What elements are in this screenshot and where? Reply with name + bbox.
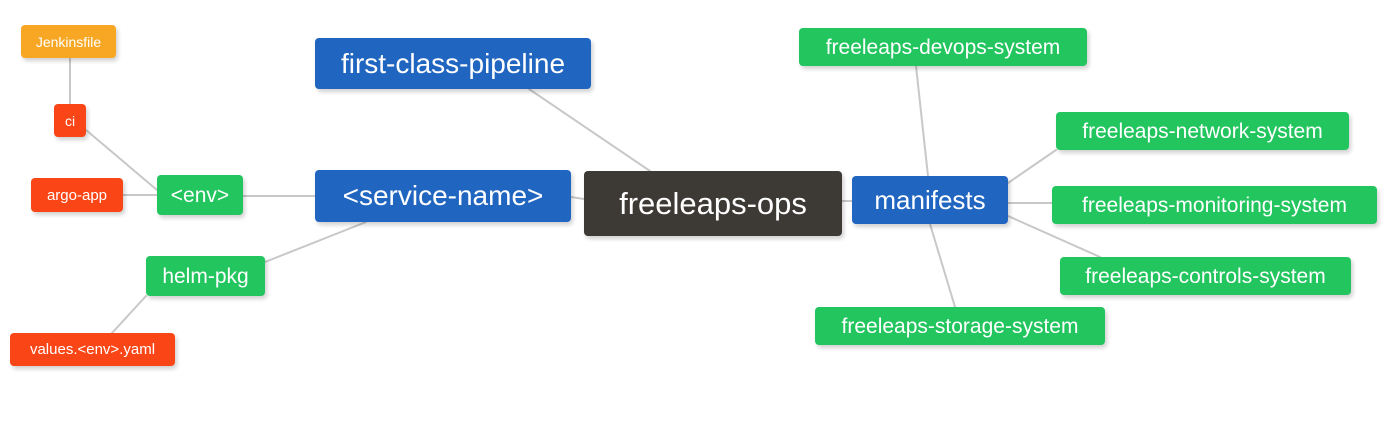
- node-label-freeleaps-storage-system: freeleaps-storage-system: [841, 314, 1079, 338]
- node-label-manifests: manifests: [874, 185, 986, 215]
- node-label-freeleaps-devops-system: freeleaps-devops-system: [825, 35, 1061, 59]
- node-label-service-name: <service-name>: [342, 180, 544, 211]
- edge-firstclass-freeleapsops: [528, 88, 651, 172]
- node-first-class-pipeline[interactable]: first-class-pipeline: [315, 38, 591, 89]
- edge-servicename-freeleapsops: [570, 196, 585, 200]
- node-label-freeleaps-network-system: freeleaps-network-system: [1082, 119, 1323, 143]
- node-freeleaps-ops[interactable]: freeleaps-ops: [584, 171, 842, 236]
- node-label-env: <env>: [170, 183, 230, 207]
- edge-manifests-storage: [929, 223, 956, 308]
- node-service-name[interactable]: <service-name>: [315, 170, 571, 222]
- node-label-argo-app: argo-app: [46, 186, 108, 204]
- node-freeleaps-monitoring-system[interactable]: freeleaps-monitoring-system: [1052, 186, 1377, 224]
- node-label-jenkinsfile: Jenkinsfile: [35, 33, 102, 50]
- node-freeleaps-devops-system[interactable]: freeleaps-devops-system: [799, 28, 1087, 66]
- edge-valuesyaml-helmpkg: [111, 295, 147, 334]
- node-label-ci: ci: [64, 112, 76, 129]
- node-freeleaps-storage-system[interactable]: freeleaps-storage-system: [815, 307, 1105, 345]
- node-label-freeleaps-controls-system: freeleaps-controls-system: [1085, 264, 1326, 288]
- node-manifests[interactable]: manifests: [852, 176, 1008, 224]
- node-label-first-class-pipeline: first-class-pipeline: [340, 47, 566, 79]
- node-label-freeleaps-monitoring-system: freeleaps-monitoring-system: [1082, 193, 1347, 217]
- edge-manifests-network: [1007, 149, 1057, 184]
- node-label-values-env-yaml: values.<env>.yaml: [29, 341, 156, 358]
- edge-manifests-devops: [915, 65, 929, 177]
- node-env[interactable]: <env>: [157, 175, 243, 215]
- node-freeleaps-controls-system[interactable]: freeleaps-controls-system: [1060, 257, 1351, 295]
- node-values-env-yaml[interactable]: values.<env>.yaml: [10, 333, 175, 366]
- edge-helmpkg-servicename: [264, 221, 367, 263]
- node-label-helm-pkg: helm-pkg: [162, 264, 249, 288]
- edge-ci-env: [85, 129, 158, 191]
- edge-manifests-controls: [1007, 215, 1101, 258]
- node-jenkinsfile[interactable]: Jenkinsfile: [21, 25, 116, 58]
- node-label-freeleaps-ops: freeleaps-ops: [619, 186, 807, 221]
- node-argo-app[interactable]: argo-app: [31, 178, 123, 212]
- node-helm-pkg[interactable]: helm-pkg: [146, 256, 265, 296]
- node-freeleaps-network-system[interactable]: freeleaps-network-system: [1056, 112, 1349, 150]
- node-ci[interactable]: ci: [54, 104, 86, 137]
